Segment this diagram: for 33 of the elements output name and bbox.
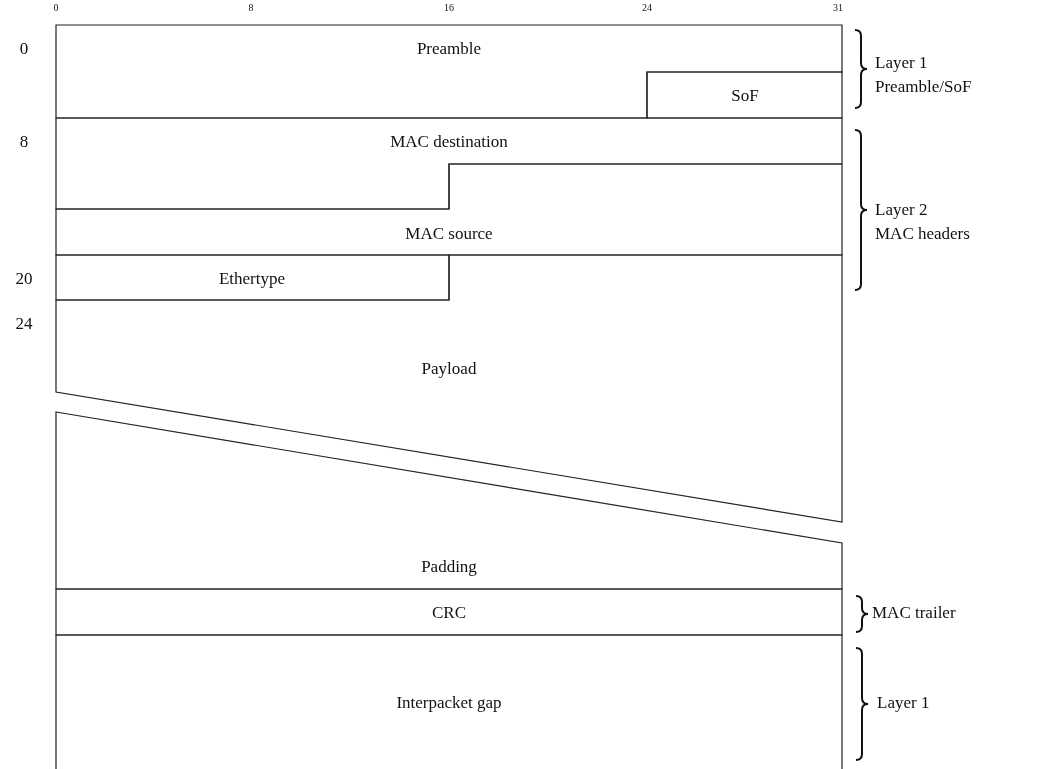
field-name: Interpacket gap [396,693,502,711]
packet-field [56,164,842,255]
bracket-label: Preamble/SoF [875,77,972,95]
field-name: Padding [421,557,477,575]
bracket-label: MAC trailer [872,603,956,621]
packet-field [56,25,842,118]
packet-field [56,118,842,209]
field-name: MAC source [405,224,493,242]
bit-number: 31 [833,3,843,13]
field-name: SoF [731,86,759,104]
bracket-label: Layer 2 [875,200,928,218]
bit-number: 16 [444,3,454,13]
field-name: Payload [421,359,477,377]
bracket-label: Layer 1 [877,693,930,711]
packet-field [56,589,842,635]
packet-field [56,255,842,522]
field-name: Ethertype [218,269,286,287]
bracket-label: Layer 1 [875,53,928,71]
bit-number: 0 [53,3,59,13]
byte-offset: 20 [15,269,33,287]
packet-field [56,412,842,589]
bracket-label: MAC headers [875,224,970,242]
field-name: Preamble [416,39,482,57]
field-name: MAC destination [390,132,508,150]
byte-offset: 24 [15,314,33,332]
field-name: CRC [432,603,466,621]
packet-field [647,72,842,118]
bit-number: 8 [248,3,254,13]
byte-offset: 8 [19,132,29,150]
byte-offset: 0 [19,39,29,57]
packet-field [56,255,449,300]
bit-number: 24 [642,3,652,13]
packet-field [56,635,842,769]
